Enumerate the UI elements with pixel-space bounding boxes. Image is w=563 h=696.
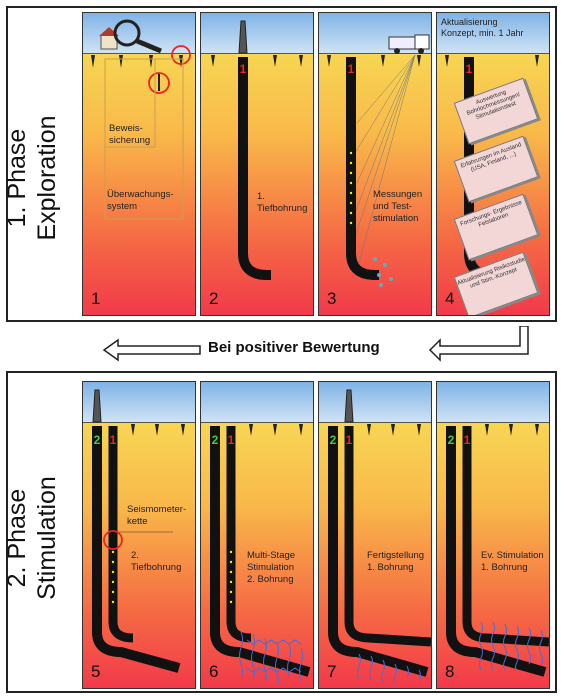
well-label-1: 1 [464,433,471,447]
decision-label: Bei positiver Bewertung [208,339,380,356]
text-line: 1. Bohrung [481,562,528,573]
label-messungen: Messungen und Test- stimulation [373,189,422,225]
text-line: Stimulation [247,562,294,573]
sky [201,382,313,423]
panel-5: 2 1 Seismometer- kette 2. Tiefbohrung 5 [82,381,196,689]
phase-1-label-line2: Exploration [33,115,61,241]
text-line: stimulation [373,213,419,224]
well-label: 1 [348,62,355,76]
text-line: Messungen [373,189,423,200]
sky [83,382,195,423]
panel-1-graphic [91,19,191,220]
label-tiefbohrung: 1. Tiefbohrung [257,191,307,215]
text-line: Tiefbohrung [257,203,308,214]
panel-3-graphic: 1 [327,34,430,287]
well-label: 1 [240,62,247,76]
panel-8-graphic: 2 1 [446,424,549,677]
panel-7: 2 1 Fertigstellung 1. Bohrung 7 [318,381,432,689]
text-line: 2. Bohrung [247,574,294,585]
panel-number: 6 [209,662,219,681]
text-line: Seismometer- [127,504,187,515]
panel-number: 8 [445,662,455,681]
well-label: 1 [466,62,473,76]
label-beweissicherung: Beweis- sicherung [109,123,150,147]
panel-number: 7 [327,662,337,681]
text-line: Ev. Stimulation [481,550,544,561]
well-label-1: 1 [228,433,235,447]
panel-5-graphic: 2 1 [92,389,185,673]
panel-1: Beweis- sicherung Überwachungs- system 1 [82,12,196,316]
text-line: Konzept, min. 1 Jahr [441,28,524,38]
label-fertigstellung: Fertigstellung 1. Bohrung [367,550,424,574]
text-line: kette [127,516,148,527]
well-label-2: 2 [330,433,337,447]
label-ev-stimulation: Ev. Stimulation 1. Bohrung [481,550,544,574]
panel-8: 2 1 Ev. Stimulation 1. Bohrung 8 [436,381,550,689]
panel-number: 1 [91,289,101,308]
panel-7-graphic: 2 1 [328,389,431,685]
panel-number: 4 [445,289,455,308]
well-label-2: 2 [94,433,101,447]
text-line: Aktualisierung [441,17,498,27]
label-multistage: Multi-Stage Stimulation 2. Bohrung [247,550,295,586]
text-line: system [107,201,138,212]
well-label-2: 2 [448,433,455,447]
phase-2-label-line1: 2. Phase [3,488,31,588]
text-line: und Test- [373,201,412,212]
panel-number: 3 [327,289,337,308]
label-seismometerkette: Seismometer- kette [127,504,186,528]
phase-1-label-line1: 1. Phase [3,128,31,228]
sky [437,13,549,54]
text-line: Tiefbohrung [131,562,182,573]
text-line: 1. Bohrung [367,562,414,573]
panel-2: 1 1. Tiefbohrung 2 [200,12,314,316]
text-line: sicherung [109,135,151,146]
panel-6-graphic: 2 1 [210,424,311,685]
label-ueberwachungssystem: Überwachungs- system [107,189,174,213]
panel-3: 1 Messungen und Test- stimulation 3 [318,12,432,316]
panel-number: 5 [91,662,101,681]
label-aktualisierung: Aktualisierung Konzept, min. 1 Jahr [441,17,524,39]
phase-2-label-line2: Stimulation [33,476,61,600]
sky [437,382,549,423]
sky [319,382,431,423]
well-label-1: 1 [110,433,117,447]
text-line: Beweis- [109,123,143,134]
panel-6: 2 1 Multi-Stage Stimulation 2. Bohrung 6 [200,381,314,689]
transition-arrow [102,326,529,362]
text-line: Fertigstellung [367,550,425,561]
panel-number: 2 [209,289,219,308]
panel-2-graphic: 1 [211,20,303,280]
text-line: Überwachungs- [107,189,174,200]
well-label-1: 1 [346,433,353,447]
phase-2-label: 2. Phase Stimulation [2,468,62,608]
panel-4: 1 Aktualisierung Konzept, min. 1 Jahr Au… [436,12,550,316]
sky [201,13,313,54]
text-line: Multi-Stage [247,550,296,561]
well-label-2: 2 [212,433,219,447]
phase-1-label: 1. Phase Exploration [2,108,62,248]
text-line: 2. [131,550,139,561]
label-tiefbohrung-2: 2. Tiefbohrung [131,550,181,574]
text-line: 1. [257,191,265,202]
